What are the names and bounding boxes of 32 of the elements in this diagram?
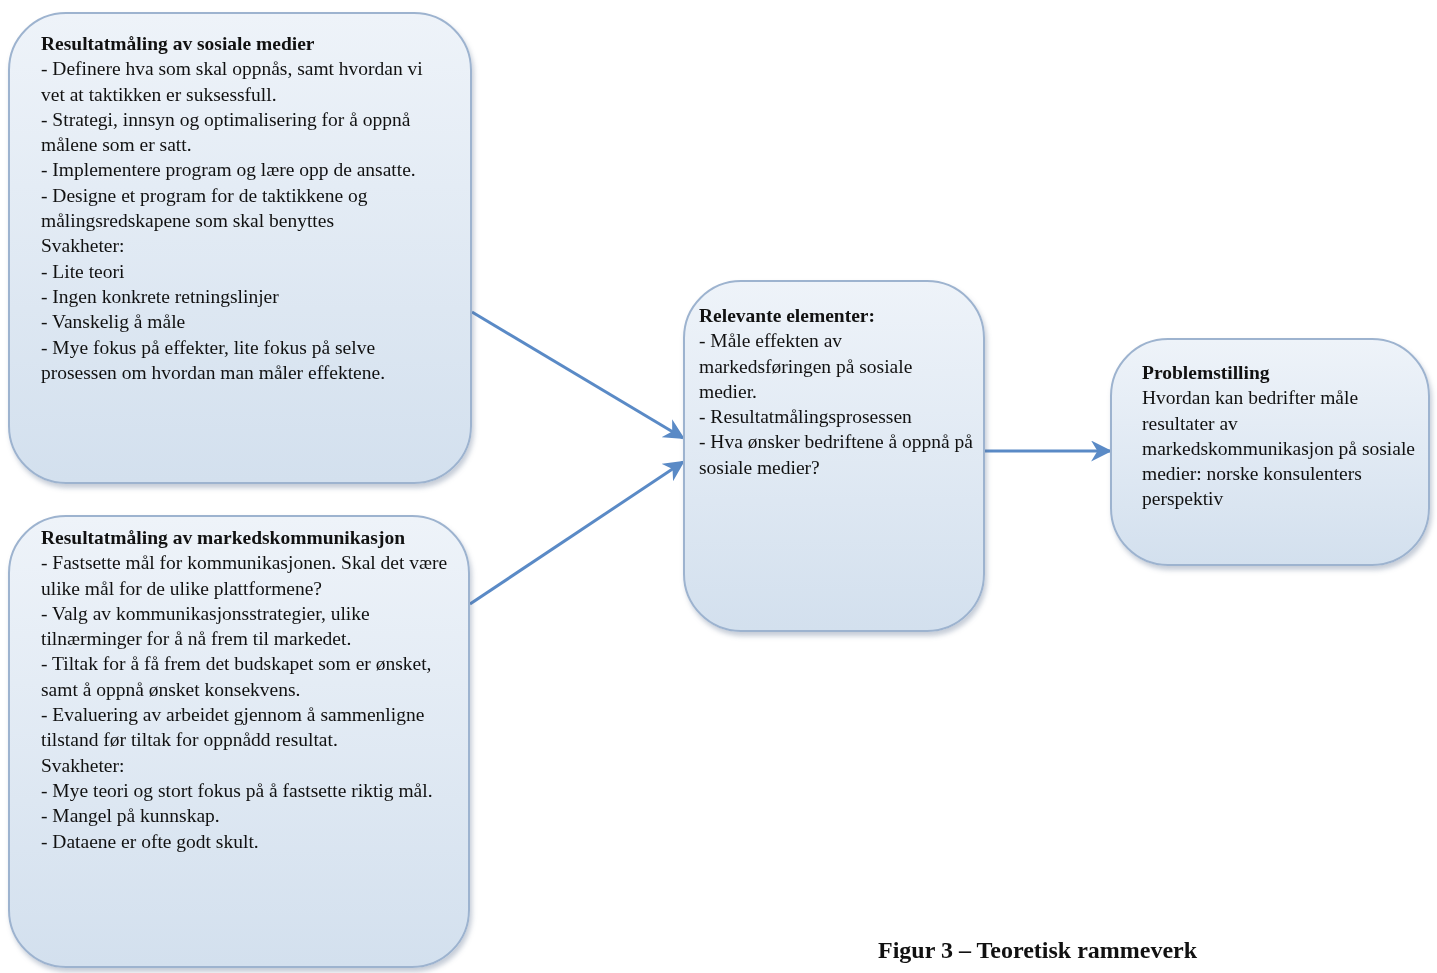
box-text: - Resultatmålingsprosessen: [699, 405, 913, 430]
rounded-box: [8, 515, 470, 968]
box-text: - Valg av kommunikasjonsstrategier, ulike tilnærminger for å nå frem til markedet.: [41, 601, 371, 652]
box-heading: Resultatmåling av markedskommunikasjon: [41, 526, 407, 550]
box-heading: Relevante elementer:: [699, 304, 876, 328]
box-text: - Mye teori og stort fokus på å fastsette riktig mål.: [41, 778, 434, 803]
box-text: Svakheter:: [41, 753, 126, 778]
box-heading: Resultatmåling av sosiale medier: [41, 32, 316, 56]
box-text: - Vanskelig å måle: [41, 310, 187, 335]
box-text: - Mangel på kunnskap.: [41, 804, 221, 829]
box-text: - Dataene er ofte godt skult.: [41, 829, 260, 854]
box-text: - Definere hva som skal oppnås, samt hvordan vi vet at taktikken er suksessfull.: [41, 57, 424, 107]
box-text: - Lite teori: [41, 259, 126, 284]
box-text: - Strategi, innsyn og optimalisering for å oppnå målene som er satt.: [41, 107, 412, 158]
box-text: - Evaluering av arbeidet gjennom å sammenligne tilstand før tiltak for oppnådd resultat.: [41, 703, 426, 753]
box-text: - Måle effekten av markedsføringen på sosiale medier.: [699, 329, 914, 404]
arrow: [469, 460, 685, 606]
box-text: - Ingen konkrete retningslinjer: [41, 284, 280, 309]
box-text: - Designe et program for de taktikkene og målingsredskapene som skal benyttes: [41, 183, 369, 234]
box-text: Svakheter:: [41, 234, 126, 259]
rounded-box: [8, 12, 472, 484]
box-text: - Mye fokus på effekter, lite fokus på selve prosessen om hvordan man måler effektene.: [41, 335, 387, 385]
box-text: - Tiltak for å få frem det budskapet som er ønsket, samt å oppnå ønsket konsekvens.: [41, 652, 433, 702]
box-text: - Fastsette mål for kommunikasjonen. Skal det være ulike mål for de ulike plattformene?: [41, 551, 449, 601]
rounded-box: [683, 280, 985, 632]
box-text: - Implementere program og lære opp de ansatte.: [41, 158, 417, 183]
box-heading: Problemstilling: [1142, 361, 1271, 385]
box-text: - Hva ønsker bedriftene å oppnå på sosiale medier?: [699, 430, 973, 480]
rounded-box: [1110, 338, 1430, 566]
figure-caption: Figur 3 – Teoretisk rammeverk: [878, 937, 1198, 964]
arrow: [471, 310, 685, 440]
box-text: Hvordan kan bedrifter måle resultater av markedskommunikasjon på sosiale medier: norske konsulenters perspektiv: [1142, 386, 1416, 512]
